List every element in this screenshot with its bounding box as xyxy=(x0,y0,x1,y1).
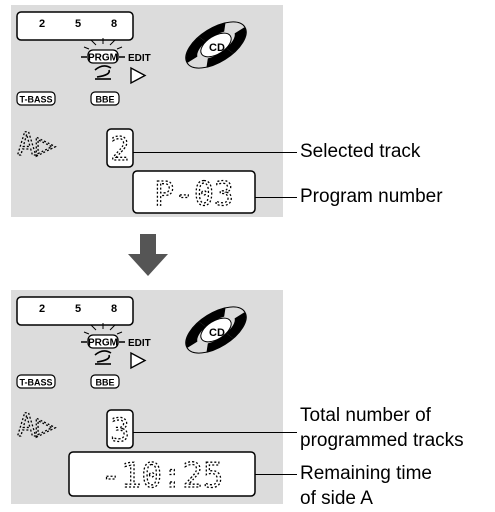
remaining-time-label-line1: Remaining time xyxy=(300,463,432,484)
tbass-label: T-BASS xyxy=(19,95,52,105)
track-tick-8: 8 xyxy=(111,18,117,30)
selected-track-box xyxy=(106,128,134,168)
prgm-label: PRGM xyxy=(88,53,118,64)
cd-disc-icon xyxy=(185,306,247,354)
prgm-label: PRGM xyxy=(88,338,118,349)
total-tracks-label-line1: Total number of xyxy=(300,405,431,426)
lcd-display-bottom: 2 5 8 PRGM EDIT CD T-BASS BBE xyxy=(16,296,256,497)
total-tracks-label-line2: programmed tracks xyxy=(300,430,464,451)
track-tick-5: 5 xyxy=(75,18,81,30)
tbass-label: T-BASS xyxy=(19,378,52,388)
bbe-indicator xyxy=(90,374,120,389)
bbe-indicator xyxy=(90,91,120,106)
repeat-icon xyxy=(94,65,112,80)
prgm-blink-rays xyxy=(83,323,123,335)
play-icon xyxy=(130,351,147,370)
prgm-indicator xyxy=(87,49,119,64)
cd-label: CD xyxy=(209,327,225,339)
remaining-time-leader xyxy=(255,474,297,475)
cd-label: CD xyxy=(209,42,225,54)
edit-label: EDIT xyxy=(128,338,151,349)
track-tick-8: 8 xyxy=(111,303,117,315)
track-tick-2: 2 xyxy=(39,303,45,315)
remaining-time-label-line2: of side A xyxy=(300,488,373,509)
total-tracks-leader xyxy=(133,432,283,433)
track-tick-5: 5 xyxy=(75,303,81,315)
remaining-time-text: -10:25 xyxy=(101,456,224,496)
total-tracks-digit: 3 xyxy=(110,411,129,449)
selected-track-digit: 2 xyxy=(110,130,129,168)
edit-label: EDIT xyxy=(128,53,151,64)
side-a-indicator: A▷ xyxy=(17,406,56,444)
side-a-indicator: A▷ xyxy=(17,125,56,163)
track-ruler-box xyxy=(16,11,134,41)
selected-track-label: Selected track xyxy=(300,141,421,162)
total-tracks-box xyxy=(106,409,134,449)
program-number-label: Program number xyxy=(300,186,443,207)
lcd-display-top: 2 5 8 PRGM EDIT CD xyxy=(16,11,256,214)
tbass-indicator xyxy=(16,374,56,389)
track-ruler-box xyxy=(16,296,134,326)
prgm-blink-rays xyxy=(83,38,123,50)
track-tick-2: 2 xyxy=(39,18,45,30)
play-icon xyxy=(130,66,147,85)
selected-track-leader xyxy=(133,152,283,153)
repeat-icon xyxy=(94,350,112,365)
bbe-label: BBE xyxy=(95,95,114,105)
prgm-indicator xyxy=(87,334,119,349)
display-panel-bottom: 2 5 8 PRGM EDIT CD T-BASS BBE xyxy=(11,290,283,504)
program-number-text: P-03 xyxy=(154,174,233,213)
tbass-indicator xyxy=(16,91,56,106)
program-number-leader xyxy=(255,197,297,198)
display-panel-top: 2 5 8 PRGM EDIT CD xyxy=(11,5,283,217)
bbe-label: BBE xyxy=(95,378,114,388)
program-number-box xyxy=(132,170,256,214)
cd-disc-icon xyxy=(185,21,247,69)
